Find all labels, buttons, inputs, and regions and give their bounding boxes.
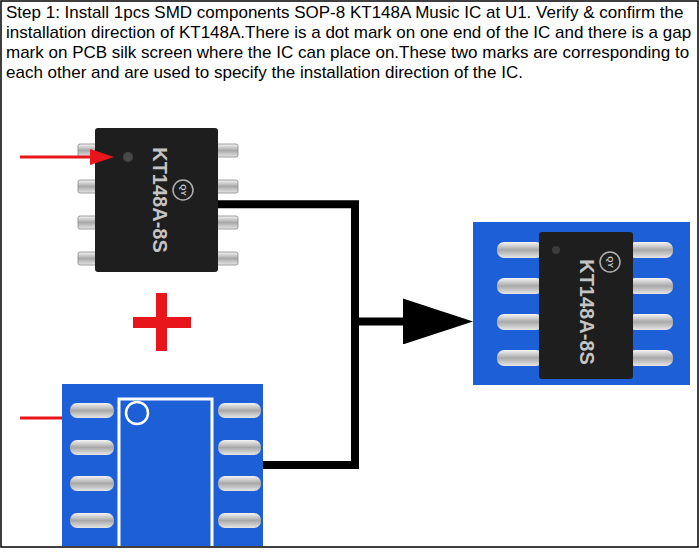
pin1-dot [552, 246, 560, 254]
logo-text: QY [179, 184, 187, 196]
chip-marking: KT148A-8S [148, 147, 171, 253]
pcb-board [62, 384, 263, 546]
ic-pin [216, 180, 238, 193]
ic-pin [216, 252, 238, 265]
ic-pin [497, 278, 543, 294]
ic-pin [628, 350, 673, 366]
mounted-board: KT148A-8S [473, 222, 690, 385]
ic-pin [628, 314, 673, 330]
pcb-pad [218, 513, 261, 528]
merge-line [263, 461, 359, 469]
pointer-head [90, 149, 114, 165]
logo-ring [600, 252, 620, 272]
ic-body [95, 128, 218, 272]
step-title: Step 1: Install 1pcs SMD components SOP-… [6, 3, 696, 83]
ic-body [539, 232, 633, 379]
ic-pin [628, 242, 673, 258]
ic-pin [497, 242, 543, 258]
chip-marking: KT148A-8S [575, 259, 598, 365]
silk-notch [126, 402, 148, 424]
ic-chip: KT148A-8S [95, 128, 218, 272]
pcb-board [473, 222, 690, 385]
pcb-pad [70, 476, 114, 491]
ic-pin [216, 216, 238, 229]
pcb-pad [218, 440, 261, 455]
pcb-pad [218, 476, 261, 491]
pcb-pad [70, 440, 114, 455]
pointer-arrow [20, 149, 114, 165]
ic-pin [497, 314, 543, 330]
pcb-pads [70, 403, 261, 528]
connector-arrow [218, 204, 413, 321]
ic-pin [497, 350, 543, 366]
ic-pin [628, 278, 673, 294]
logo-ring [173, 180, 193, 200]
logo-text: QY [606, 256, 614, 268]
pointer-shaft [20, 156, 94, 159]
merge-line [351, 318, 359, 469]
silk-outline [119, 399, 212, 546]
plus-sign [156, 293, 167, 351]
pcb-pad [70, 403, 114, 418]
frame [1, 1, 698, 547]
pcb-pad [218, 403, 261, 418]
result-pins [497, 242, 673, 366]
pin1-dot [123, 152, 133, 162]
ic-pin [216, 144, 238, 157]
pcb-pad [70, 513, 114, 528]
